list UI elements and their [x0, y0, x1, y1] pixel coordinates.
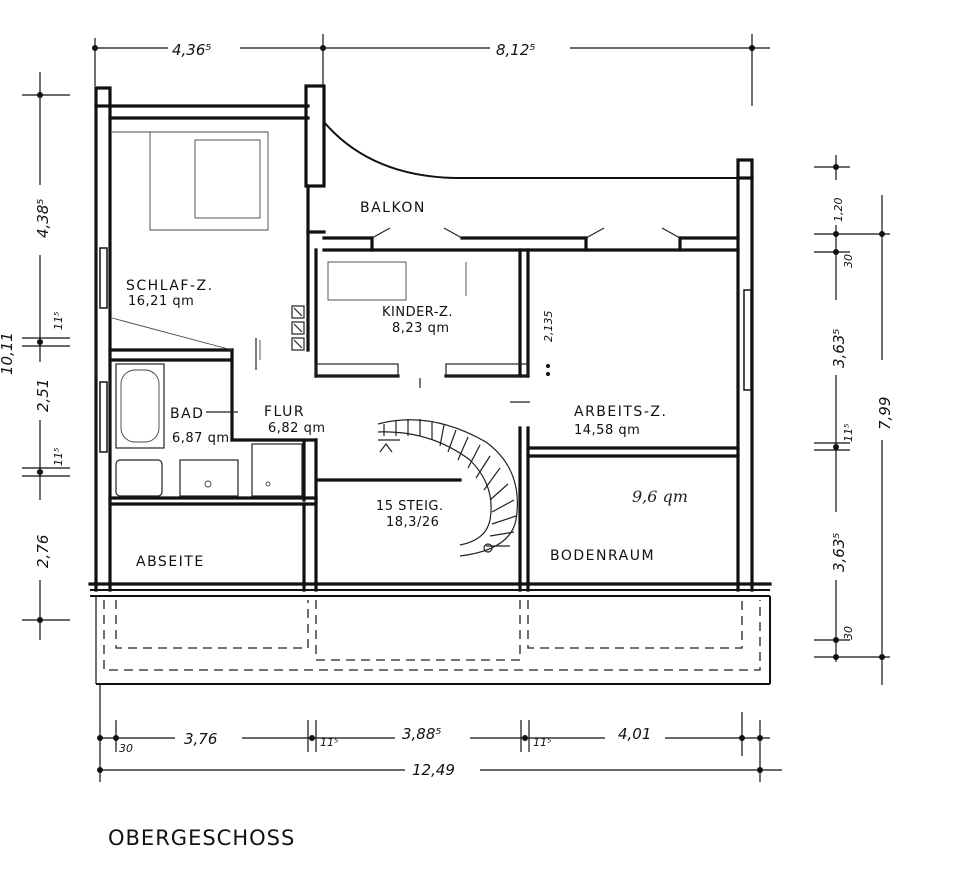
furniture [111, 131, 681, 557]
room-flur-area: 6,82 qm [268, 421, 326, 436]
room-kinder-name: KINDER-Z. [382, 305, 453, 320]
stair-steps: 15 STEIG. [376, 499, 444, 514]
dim-top-right: 8,12⁵ [496, 41, 535, 59]
room-bodenraum-name: BODENRAUM [550, 548, 655, 564]
dim-left-1: 4,38⁵ [34, 199, 52, 238]
plan-title: OBERGESCHOSS [108, 826, 295, 850]
room-kinder-area: 8,23 qm [392, 321, 450, 336]
windows [95, 247, 752, 453]
room-schlaf-name: SCHLAF-Z. [126, 278, 214, 294]
dim-right-6: 30 [842, 626, 855, 640]
dim-left-4: 11⁵ [52, 448, 65, 466]
dim-bottom-1: 30 [119, 742, 133, 755]
dim-right-5: 3,63⁵ [830, 533, 848, 572]
room-bad-area: 6,87 qm [172, 431, 230, 446]
dim-left-3: 2,51 [34, 379, 52, 412]
room-balkon: BALKON [360, 200, 426, 216]
room-flur-name: FLUR [264, 404, 305, 420]
dim-left-2: 11⁵ [52, 312, 65, 330]
room-arbeits-name: ARBEITS-Z. [574, 404, 667, 420]
dim-bottom-5: 11⁵ [533, 736, 551, 749]
dim-bottom-total: 12,49 [412, 761, 455, 779]
dim-bottom-2: 3,76 [184, 730, 217, 748]
dim-left-5: 2,76 [34, 535, 52, 568]
room-kinder-height: 2,135 [542, 311, 555, 343]
room-bodenraum-area: 9,6 qm [632, 487, 688, 506]
dim-top-left: 4,36⁵ [172, 41, 211, 59]
room-arbeits-area: 14,58 qm [574, 423, 640, 438]
walls [88, 84, 772, 685]
room-schlaf-area: 16,21 qm [128, 294, 194, 309]
room-labels: BALKON SCHLAF-Z. 16,21 qm KINDER-Z. 8,23… [126, 200, 688, 570]
dimension-labels: 4,36⁵ 8,12⁵ 4,38⁵ 11⁵ 2,51 11⁵ 2,76 10,1… [0, 41, 894, 779]
dashed-outline [103, 600, 761, 671]
dim-bottom-3: 11⁵ [320, 736, 338, 749]
dim-bottom-4: 3,88⁵ [402, 725, 441, 743]
dim-right-1: 1,20 [832, 198, 845, 223]
room-abseite-name: ABSEITE [136, 554, 205, 570]
dimension-lines [22, 34, 890, 782]
dim-right-total: 7,99 [876, 397, 894, 430]
dim-right-2: 30 [842, 254, 855, 268]
dim-left-cut: 10,11 [0, 332, 16, 375]
dim-bottom-6: 4,01 [618, 725, 651, 743]
stair-ratio: 18,3/26 [386, 515, 439, 530]
dim-right-4: 11⁵ [842, 424, 855, 442]
room-bad-name: BAD [170, 406, 204, 422]
dim-right-3: 3,63⁵ [830, 329, 848, 368]
